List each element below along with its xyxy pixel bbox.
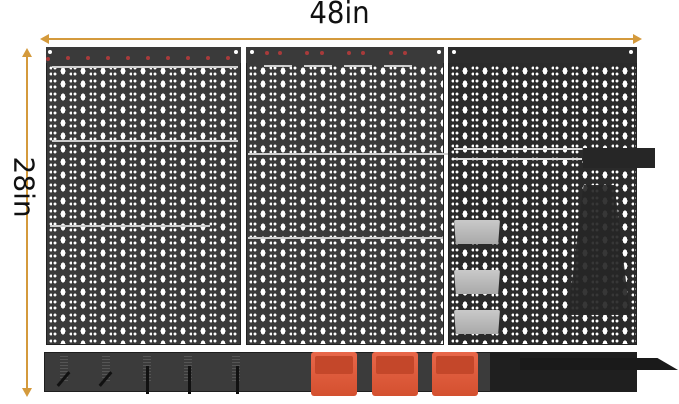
width-dimension-label: 48in (309, 0, 370, 31)
arrow-right-icon (633, 34, 642, 44)
hook-tip-icon (320, 51, 324, 55)
gray-bin (454, 310, 500, 334)
hook-tip-icon (347, 51, 351, 55)
tool-shelf (583, 148, 655, 168)
hook-tip-icon (166, 56, 170, 60)
orange-bin (311, 352, 357, 396)
hook-tip-icon (265, 51, 269, 55)
hook-row (52, 140, 238, 148)
screw-icon (452, 50, 456, 54)
middle-pegboard-panel (246, 47, 444, 345)
orange-bin (372, 352, 418, 396)
hook-row (384, 65, 412, 73)
hook-tip-icon (46, 57, 50, 61)
hook-mount (102, 356, 110, 382)
arrow-down-icon (22, 388, 32, 397)
hook (236, 366, 239, 394)
hook-tip-icon (305, 51, 309, 55)
screw-icon (250, 50, 254, 54)
height-dimension-line (26, 54, 28, 392)
hook (188, 366, 191, 394)
height-dimension-label: 28in (7, 156, 41, 218)
screw-icon (234, 50, 238, 54)
orange-bin (432, 352, 478, 396)
hook (146, 366, 149, 394)
hook-tip-icon (403, 51, 407, 55)
hook-mount (60, 356, 68, 382)
screw-icon (437, 50, 441, 54)
hook-tip-icon (106, 56, 110, 60)
hook-tip-icon (361, 51, 365, 55)
hook-row (248, 153, 448, 161)
hook-row (248, 237, 443, 245)
hook-tip-icon (186, 56, 190, 60)
arrow-up-icon (22, 48, 32, 57)
hook-tip-icon (66, 56, 70, 60)
hook-row (264, 65, 292, 73)
hook-row (50, 225, 210, 233)
hook-tip-icon (86, 56, 90, 60)
hook-rail (454, 148, 582, 160)
arrow-left-icon (40, 34, 49, 44)
hook-tip-icon (206, 56, 210, 60)
hook-tip-icon (146, 56, 150, 60)
hook-tip-icon (278, 51, 282, 55)
left-pegboard-panel (46, 47, 241, 345)
hook-row (52, 66, 238, 74)
screw-icon (48, 50, 52, 54)
hook-tip-icon (226, 56, 230, 60)
hook-row (344, 65, 372, 73)
hook-row (304, 65, 332, 73)
bottom-shelf (520, 358, 678, 370)
hook-tip-icon (389, 51, 393, 55)
screw-icon (629, 50, 633, 54)
hook-tip-icon (126, 56, 130, 60)
width-dimension-line (46, 38, 634, 40)
gray-bin (454, 270, 500, 294)
gray-bin (454, 220, 500, 244)
